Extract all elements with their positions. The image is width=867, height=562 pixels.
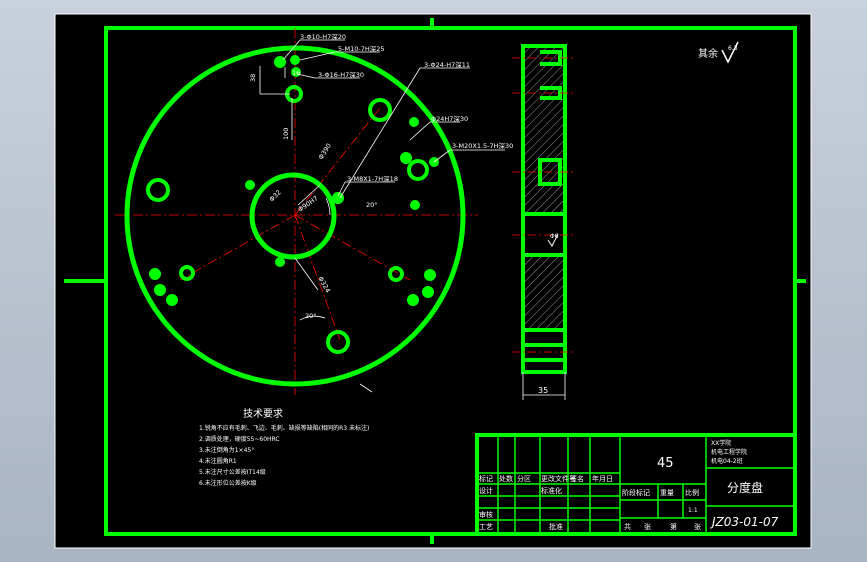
section-hatch-bottom <box>523 255 563 330</box>
center-bore <box>249 172 337 260</box>
drawing-sheet <box>54 13 812 549</box>
tb-h-stage: 阶段标记 <box>622 488 650 497</box>
side-view: 35 Φ6 <box>512 44 574 400</box>
front-view: 3-Φ10-H7深20 5-M10-7H深25 3-Φ16-H7深30 3-Φ2… <box>115 28 513 395</box>
side-dimension <box>522 372 566 400</box>
tb-class: 机电04-2班 <box>711 457 743 465</box>
tech-req-line-6: 6.未注形位公差按K级 <box>199 479 257 487</box>
roughness-value: 6.3 <box>728 45 738 52</box>
tech-req-title: 技术要求 <box>243 407 283 420</box>
centerlines <box>115 28 478 395</box>
tb-school: XX学院 <box>711 439 731 447</box>
tb-drawing-no: JZ03-01-07 <box>710 515 779 529</box>
tb-h-total: 共 <box>624 522 631 531</box>
label-d38: 38 <box>249 74 257 82</box>
tech-req-line-5: 5.未注尺寸公差按IT14级 <box>199 468 266 476</box>
tech-req-line-2: 2.调质处理，硬度55~60HRC <box>199 435 280 443</box>
label-a6: 3-M20X1.5-7H深30 <box>452 141 513 150</box>
tech-req-line-4: 4.未注圆角R1 <box>199 457 237 465</box>
tb-h-sheet2: 张 <box>694 522 701 531</box>
tb-h-weight: 重量 <box>660 489 674 497</box>
tb-h-mark: 标记 <box>479 474 493 483</box>
tb-h-review: 审核 <box>479 510 493 519</box>
centering-marks <box>64 18 806 544</box>
tb-h-of: 第 <box>670 522 677 531</box>
tech-req-line-1: 1.锐角不应有毛刺、飞边、毛刺、缺损等缺陷(相同的R3 未标注) <box>199 424 369 432</box>
tb-h-ratio: 比例 <box>685 488 699 497</box>
tb-h-process: 工艺 <box>479 523 493 531</box>
label-a1: 3-Φ10-H7深20 <box>300 32 346 41</box>
label-a7: 3-M8X1-7H深18 <box>347 174 398 183</box>
tb-dept: 机电工程学院 <box>711 448 747 456</box>
side-centerlines <box>512 57 574 353</box>
label-d20a: 20° <box>366 201 378 209</box>
label-a3: 3-Φ16-H7深30 <box>318 70 364 79</box>
label-d100: 100 <box>282 128 290 140</box>
label-a2: 5-M10-7H深25 <box>338 44 385 53</box>
label-a4: 3-Φ24-H7深11 <box>424 60 470 69</box>
tb-h-design: 设计 <box>479 486 493 495</box>
tb-h-date: 年月日 <box>592 474 613 483</box>
tb-h-zone: 分区 <box>517 474 531 483</box>
tb-material: 45 <box>657 456 674 471</box>
label-a5: Φ24H7深30 <box>431 114 468 123</box>
tb-h-doc: 更改文件号 <box>541 474 576 483</box>
label-d20b: 20° <box>305 312 317 320</box>
label-d16: 16 <box>292 69 300 77</box>
tb-h-sheet: 张 <box>644 522 651 531</box>
tb-part-name: 分度盘 <box>727 480 763 495</box>
tb-h-approve: 批准 <box>549 522 563 531</box>
small-holes <box>149 55 439 306</box>
disk-outline <box>124 45 466 387</box>
large-holes <box>146 85 429 354</box>
tb-h-sign: 签名 <box>570 474 584 483</box>
tb-h-count: 处数 <box>499 474 513 483</box>
label-r66: Φ6 <box>550 233 559 240</box>
tech-req-line-3: 3.未注倒角为1×45° <box>199 446 254 454</box>
front-view-labels: 3-Φ10-H7深20 5-M10-7H深25 3-Φ16-H7深30 3-Φ2… <box>249 32 513 320</box>
roughness-symbol-icon <box>721 41 739 64</box>
label-d35: 35 <box>538 386 548 395</box>
side-outline <box>521 44 567 374</box>
roughness-note-text: 其余 <box>698 47 718 60</box>
technical-requirements: 技术要求 1.锐角不应有毛刺、飞边、毛刺、缺损等缺陷(相同的R3 未标注) 2.… <box>199 407 369 487</box>
roughness-note: 其余 6.3 <box>698 41 739 64</box>
title-block: 45 XX学院 机电工程学院 机电04-2班 分度盘 JZ03-01-07 1:… <box>475 433 797 536</box>
tb-h-std: 标准化 <box>541 486 562 495</box>
section-hatch-top <box>523 48 563 214</box>
tb-scale: 1:1 <box>688 507 698 514</box>
roughness-symbol-side <box>547 233 559 247</box>
dimension-lines <box>259 39 505 393</box>
